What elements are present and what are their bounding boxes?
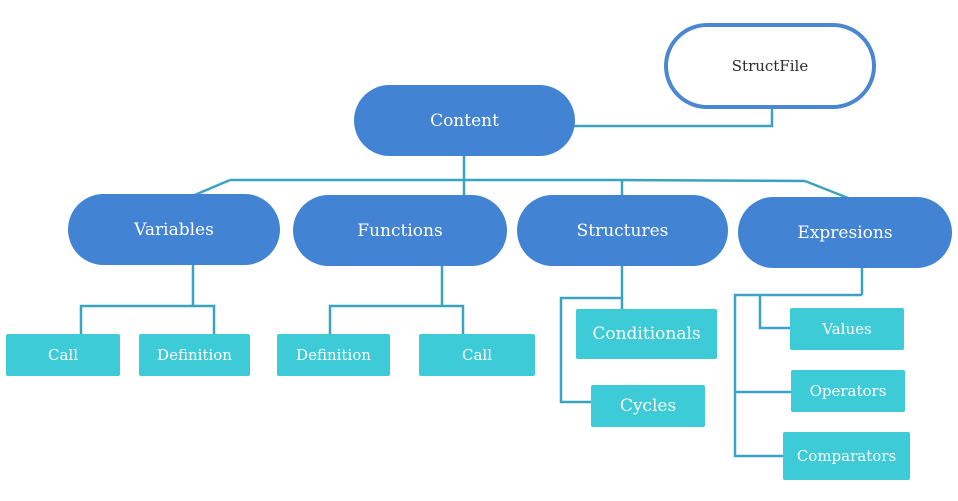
connector-structures-branch — [559, 296, 622, 404]
connector-expresions-branch — [733, 293, 862, 458]
variables-definition-node: Definition — [139, 334, 250, 376]
functions-node: Functions — [293, 195, 507, 266]
expresions-values-node: Values — [790, 308, 904, 350]
expresions-operators-node: Operators — [791, 370, 905, 412]
connector-to-expresions — [804, 179, 849, 200]
content-node: Content — [354, 85, 575, 156]
structures-cycles-node: Cycles — [591, 385, 705, 427]
structures-node: Structures — [517, 195, 728, 266]
connector-structfile-content — [568, 108, 774, 128]
structures-conditionals-node: Conditionals — [576, 309, 717, 359]
expresions-comparators-node: Comparators — [783, 432, 910, 480]
functions-definition-node: Definition — [277, 334, 390, 376]
connector-to-values — [758, 295, 790, 330]
connector-bus-right — [621, 178, 806, 183]
structfile-node: StructFile — [664, 23, 876, 109]
connector-variables-branch — [79, 304, 216, 335]
functions-call-node: Call — [419, 334, 535, 376]
variables-node: Variables — [68, 194, 280, 265]
expresions-node: Expresions — [738, 197, 952, 268]
variables-call-node: Call — [6, 334, 120, 376]
connector-functions-branch — [328, 304, 465, 335]
